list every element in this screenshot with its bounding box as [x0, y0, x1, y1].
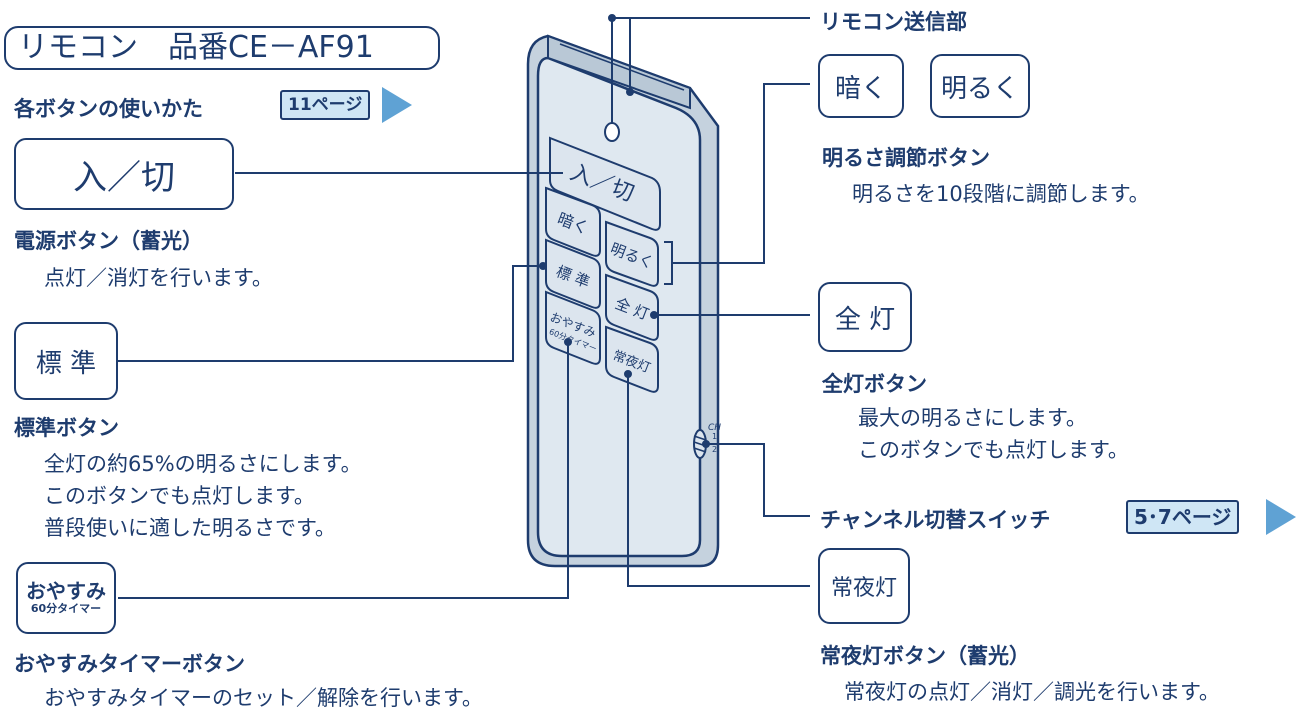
channel-switch-ch: CH: [708, 423, 721, 433]
night-name: 常夜灯ボタン（蓄光）: [820, 644, 1030, 668]
brightness-name: 明るさ調節ボタン: [822, 146, 990, 170]
power-name: 電源ボタン（蓄光）: [14, 229, 203, 253]
page-title: リモコン 品番CE－AF91: [4, 26, 440, 70]
callout-dark-button[interactable]: 暗く: [818, 54, 904, 118]
channel-switch-1: 1: [712, 432, 717, 441]
standard-desc-3: 普段使いに適した明るさです。: [44, 516, 336, 540]
standard-name: 標準ボタン: [14, 416, 119, 440]
standard-desc-2: このボタンでも点灯します。: [44, 484, 315, 508]
sleep-desc-1: おやすみタイマーのセット／解除を行います。: [44, 686, 483, 710]
callout-sleep-label-2: 60分タイマー: [30, 602, 102, 615]
usage-page-ref[interactable]: 11ページ: [280, 90, 371, 120]
usage-label: 各ボタンの使いかた: [14, 97, 203, 121]
full-name: 全灯ボタン: [822, 372, 927, 396]
callout-full-button[interactable]: 全 灯: [818, 282, 912, 352]
remote-standard-button: 標 準: [545, 238, 601, 309]
full-desc-2: このボタンでも点灯します。: [858, 438, 1129, 462]
callout-night-button[interactable]: 常夜灯: [818, 548, 910, 624]
leader-standard: [118, 265, 543, 362]
callout-bright-button[interactable]: 明るく: [930, 54, 1030, 118]
callout-standard-button[interactable]: 標 準: [14, 322, 118, 400]
sleep-name: おやすみタイマーボタン: [14, 652, 245, 676]
full-desc-1: 最大の明るさにします。: [858, 406, 1087, 430]
remote-top-window: [547, 34, 691, 110]
remote-full-button: 全 灯: [605, 273, 659, 341]
remote-control: 入／切 暗く 明るく 標 準 全 灯 おやすみ 60分タイマー 常夜灯: [526, 34, 721, 568]
callout-sleep-label-1: おやすみ: [26, 579, 106, 603]
leader-channel: [706, 443, 810, 517]
power-desc-1: 点灯／消灯を行います。: [44, 266, 273, 290]
brightness-desc-1: 明るさを10段階に調節します。: [852, 182, 1150, 206]
channel-switch: CH 1 2: [693, 423, 721, 459]
transmitter-led: [604, 122, 620, 142]
leader-sleep: [118, 342, 569, 599]
transmitter-label: リモコン送信部: [820, 10, 967, 34]
leader-lines: [118, 14, 810, 599]
remote-power-button: 入／切: [549, 136, 661, 231]
channel-arrow-icon: [1266, 499, 1296, 535]
channel-page-ref[interactable]: 5･7ページ: [1126, 500, 1240, 534]
leader-brightness-2: [672, 83, 810, 264]
usage-arrow-icon: [382, 87, 412, 123]
callout-sleep-button[interactable]: おやすみ 60分タイマー: [16, 562, 116, 634]
channel-switch-2: 2: [712, 445, 717, 454]
remote-sleep-button: おやすみ 60分タイマー: [545, 290, 601, 365]
remote-dark-button: 暗く: [545, 186, 601, 257]
remote-night-button: 常夜灯: [605, 325, 659, 393]
remote-bright-button: 明るく: [605, 220, 659, 287]
channel-name: チャンネル切替スイッチ: [820, 508, 1051, 532]
night-desc-1: 常夜灯の点灯／消灯／調光を行います。: [844, 680, 1220, 704]
callout-power-button[interactable]: 入／切: [14, 138, 234, 210]
standard-desc-1: 全灯の約65%の明るさにします。: [44, 452, 362, 476]
leader-night: [627, 374, 810, 587]
